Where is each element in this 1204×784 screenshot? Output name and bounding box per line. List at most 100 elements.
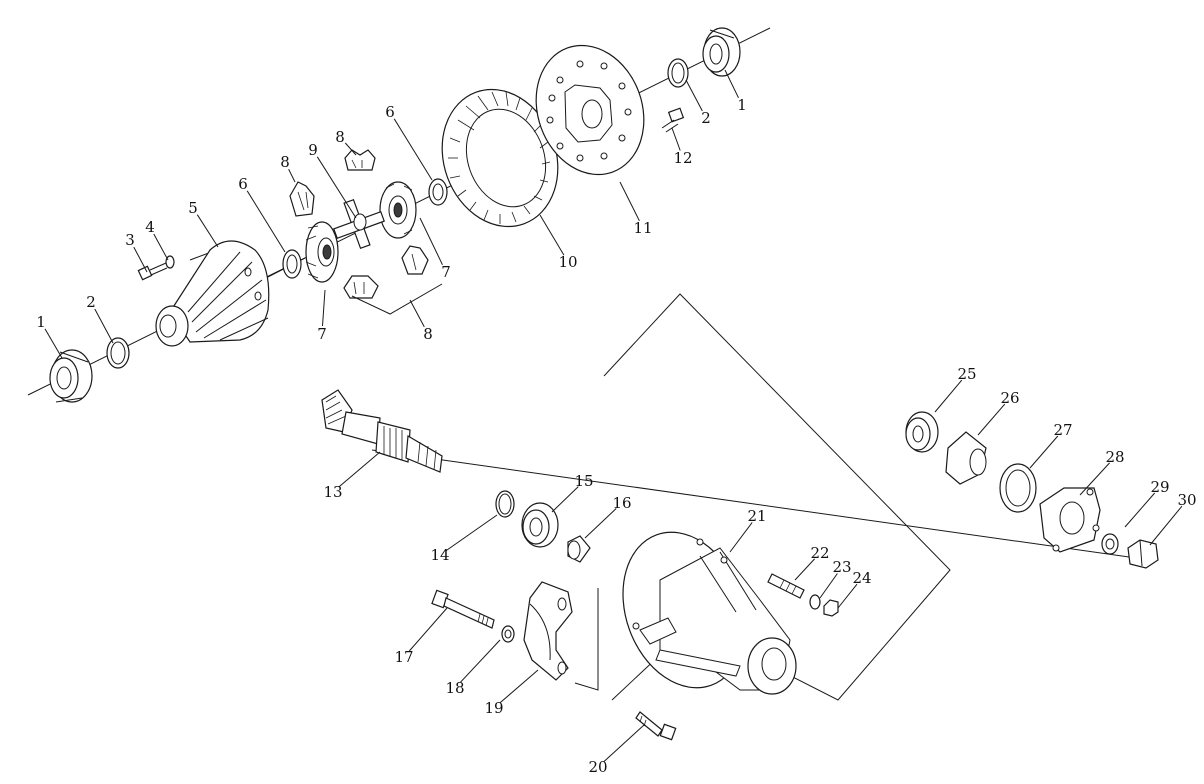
- leader-line-c24: [837, 583, 858, 609]
- callout-label-c2a: 2: [86, 293, 96, 311]
- long-bolt-icon: [431, 589, 495, 629]
- leader-line-c29: [1124, 492, 1156, 528]
- washer-bolt-icon: [501, 625, 515, 643]
- side-gear-right-icon: [379, 181, 417, 239]
- callout-label-c18: 18: [445, 679, 464, 697]
- leader-line-c4: [153, 233, 169, 261]
- bearing-cap-icon: [523, 581, 573, 681]
- callout-label-c9: 9: [308, 141, 318, 159]
- companion-flange-icon: [1039, 487, 1101, 553]
- leader-line-c11: [619, 181, 640, 222]
- leader-line-c19: [499, 669, 539, 704]
- assembly-frame-line: [603, 293, 951, 701]
- callout-label-c7b: 7: [441, 263, 451, 281]
- callout-label-c1b: 1: [737, 96, 747, 114]
- callout-label-c2b: 2: [701, 109, 711, 127]
- sleeve-icon: [945, 431, 987, 485]
- callout-label-c6a: 6: [238, 175, 248, 193]
- callout-label-c8a: 8: [280, 153, 290, 171]
- leader-line-c6b: [393, 118, 433, 181]
- callout-label-c5: 5: [188, 199, 198, 217]
- leader-line-c7b: [419, 217, 443, 266]
- callout-label-c4: 4: [145, 218, 155, 236]
- leader-line-c2b: [685, 79, 703, 112]
- callout-label-c27: 27: [1053, 421, 1072, 439]
- leader-line-c13: [338, 451, 381, 488]
- callout-label-c30: 30: [1177, 491, 1196, 509]
- leader-line-c1a: [44, 328, 63, 359]
- leader-line-c30: [1149, 505, 1183, 546]
- pinion-gear-top-icon: [344, 149, 376, 171]
- bracket-8-line: [351, 283, 443, 315]
- leader-line-c9: [316, 156, 357, 219]
- leader-line-c1b: [724, 69, 739, 99]
- leader-line-c17: [408, 607, 448, 652]
- leader-line-c21: [729, 522, 753, 553]
- leader-line-c26: [977, 403, 1006, 436]
- pinion-gear-lower-icon: [343, 275, 379, 299]
- washer-stud-icon: [809, 594, 821, 610]
- washer-left-icon: [106, 337, 130, 369]
- callout-label-c11: 11: [633, 219, 652, 237]
- leader-line-c22: [794, 558, 815, 581]
- leader-line-c8a: [288, 168, 296, 183]
- leader-line-c8c: [409, 299, 425, 328]
- leader-line-c12: [671, 127, 681, 151]
- pinion-gear-right-icon: [401, 245, 429, 275]
- leader-line-c27: [1029, 435, 1059, 469]
- pinion-axis: [371, 449, 1151, 561]
- callout-label-c22: 22: [810, 544, 829, 562]
- leader-line-c28: [1079, 462, 1110, 496]
- carrier-housing-icon: [622, 531, 797, 695]
- spacer-icon: [567, 535, 591, 563]
- callout-label-c19: 19: [484, 699, 503, 717]
- bolt-bottom-icon: [635, 711, 677, 741]
- flange-case-half-icon: [535, 44, 645, 176]
- bearing-left-icon: [49, 349, 93, 403]
- callout-label-c20: 20: [588, 758, 607, 776]
- callout-label-c1a: 1: [36, 313, 46, 331]
- callout-label-c21: 21: [747, 507, 766, 525]
- thrust-washer-left-icon: [282, 249, 302, 279]
- callout-label-c15: 15: [574, 472, 593, 490]
- leader-line-c2a: [94, 308, 114, 344]
- callout-label-c29: 29: [1150, 478, 1169, 496]
- bearing-right-icon: [702, 27, 741, 77]
- leader-line-c5: [196, 214, 219, 248]
- leader-line-c18: [460, 639, 501, 683]
- callout-label-c28: 28: [1105, 448, 1124, 466]
- callout-label-c14: 14: [430, 546, 449, 564]
- nut-stud-icon: [823, 599, 839, 617]
- leader-line-c15: [551, 486, 579, 513]
- nut-flange-icon: [1127, 539, 1159, 569]
- callout-label-c12: 12: [673, 149, 692, 167]
- leader-line-c10: [539, 214, 565, 256]
- callout-label-c8b: 8: [335, 128, 345, 146]
- diff-case-half-icon: [155, 240, 270, 347]
- carrier-link-line: [574, 588, 599, 691]
- crown-wheel-icon: [441, 88, 559, 228]
- stud-icon: [767, 573, 805, 599]
- side-gear-left-icon: [305, 221, 339, 283]
- leader-line-c7a: [322, 289, 326, 327]
- thrust-washer-right-icon: [428, 178, 448, 206]
- cross-shaft-icon: [333, 198, 385, 250]
- leader-line-c14: [446, 514, 498, 551]
- callout-label-c13: 13: [323, 483, 342, 501]
- callout-label-c10: 10: [558, 253, 577, 271]
- leader-line-c3: [133, 246, 148, 273]
- callout-label-c23: 23: [832, 558, 851, 576]
- leader-line-c23: [819, 573, 838, 599]
- pinion-gear-upper-left-icon: [289, 181, 315, 217]
- bolt-flange-icon: [661, 107, 685, 133]
- callout-label-c26: 26: [1000, 389, 1019, 407]
- callout-label-c24: 24: [852, 569, 871, 587]
- leader-line-c25: [934, 379, 963, 413]
- bearing-pinion-icon: [521, 502, 559, 548]
- callout-label-c25: 25: [957, 365, 976, 383]
- washer-flange-icon: [1101, 533, 1119, 555]
- washer-right-icon: [667, 58, 689, 88]
- leader-line-c8b: [344, 142, 357, 156]
